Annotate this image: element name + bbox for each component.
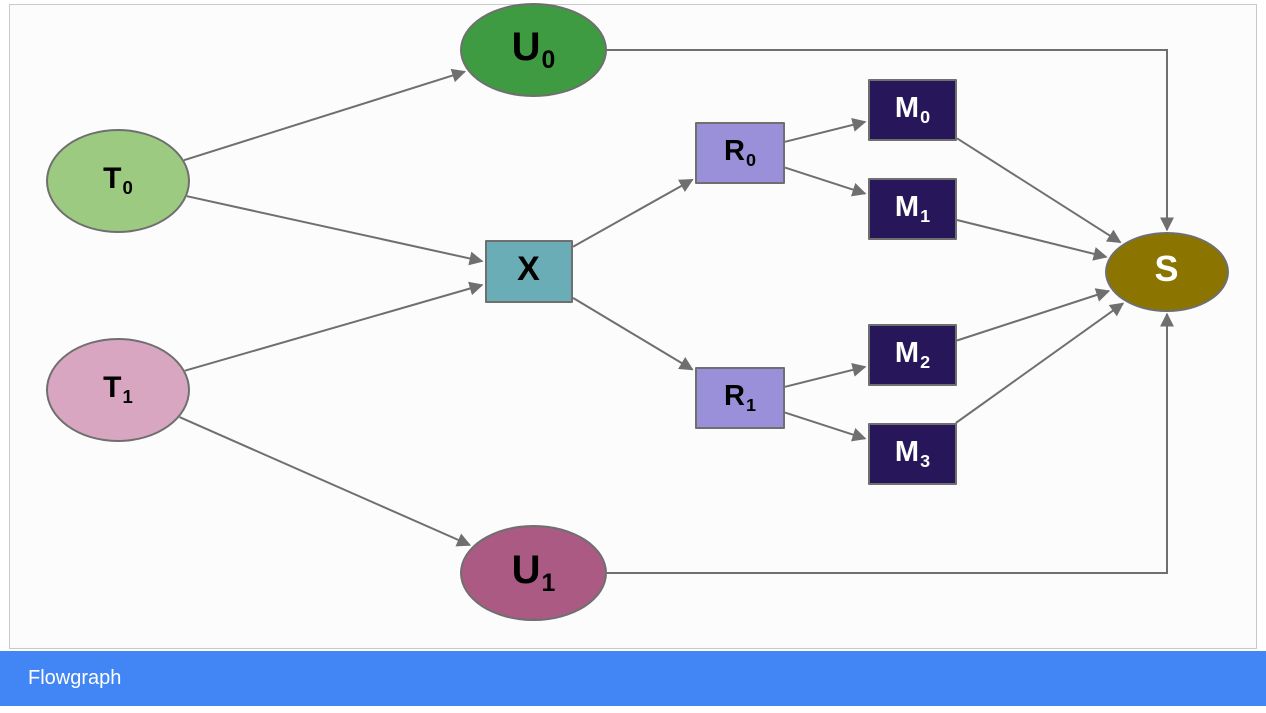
node-T1-label: T1 xyxy=(103,371,133,408)
node-M2[interactable]: M2 xyxy=(868,324,957,386)
node-M3-label: M3 xyxy=(894,436,931,471)
node-X[interactable]: X xyxy=(485,240,573,303)
node-S-label: S xyxy=(1154,248,1179,290)
node-U1-label: U1 xyxy=(511,547,556,597)
node-M0-label: M0 xyxy=(894,92,931,127)
node-T0-label: T0 xyxy=(103,162,133,199)
node-M1-label: M1 xyxy=(894,191,931,226)
footer-bar: Flowgraph xyxy=(0,651,1266,706)
node-U0-label: U0 xyxy=(511,24,556,74)
node-U1[interactable]: U1 xyxy=(460,525,607,621)
node-M2-label: M2 xyxy=(894,337,931,372)
node-M1[interactable]: M1 xyxy=(868,178,957,240)
node-X-label: X xyxy=(517,250,540,289)
node-S[interactable]: S xyxy=(1105,232,1229,312)
node-R1[interactable]: R1 xyxy=(695,367,785,429)
node-R0-label: R0 xyxy=(724,135,756,170)
node-R1-label: R1 xyxy=(724,380,756,415)
node-T0[interactable]: T0 xyxy=(46,129,190,233)
node-U0[interactable]: U0 xyxy=(460,3,607,97)
node-R0[interactable]: R0 xyxy=(695,122,785,184)
node-M0[interactable]: M0 xyxy=(868,79,957,141)
node-T1[interactable]: T1 xyxy=(46,338,190,442)
canvas xyxy=(9,4,1257,649)
footer-title: Flowgraph xyxy=(28,667,122,689)
node-M3[interactable]: M3 xyxy=(868,423,957,485)
